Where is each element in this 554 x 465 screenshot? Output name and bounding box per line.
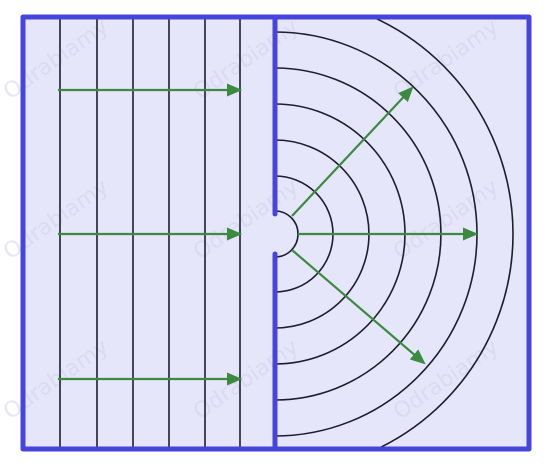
tank-border xyxy=(20,14,532,452)
circular-wavefront xyxy=(274,210,299,258)
diffracted-arrow xyxy=(291,249,426,365)
diffracted-arrow xyxy=(291,86,414,217)
circular-wavefront xyxy=(370,17,514,449)
propagation-arrows xyxy=(58,83,479,386)
